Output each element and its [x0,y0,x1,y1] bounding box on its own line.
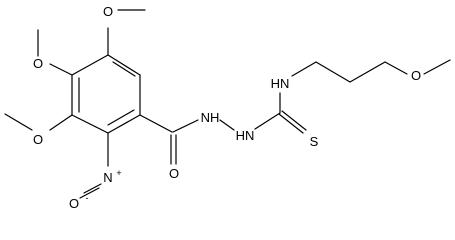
benzene-ring [71,54,141,134]
atom-label-o-top: O [103,4,113,19]
methoxy-left-upper [37,29,73,76]
atom-label-o-left-upper: O [33,56,43,71]
nitro-n-charge: + [116,168,121,178]
atom-label-nh-hydrazide: NH [201,110,220,125]
methoxy-top [107,9,146,56]
nitro-group [79,132,109,199]
atom-label-o-methoxy-chain: O [411,68,421,83]
atom-label-n-nitro: N [103,170,112,185]
carbonyl-group [139,114,199,165]
hydrazide-linker [219,119,235,131]
methoxy-left-lower [4,113,73,131]
nitro-o-charge: - [86,193,89,203]
atom-label-o-left-lower: O [33,132,43,147]
chemical-structure: O O O N + O - O NH HN HN S O [4,4,451,211]
atom-label-o-nitro: O [69,196,79,211]
atom-label-hn-amine: HN [271,76,290,91]
atom-label-o-carbonyl: O [169,166,179,181]
atom-label-hn-hydrazide: HN [236,128,255,143]
thiocarbonyl-group [254,92,307,134]
methoxypropyl-chain [291,59,451,83]
atom-label-s-thione: S [310,134,319,149]
